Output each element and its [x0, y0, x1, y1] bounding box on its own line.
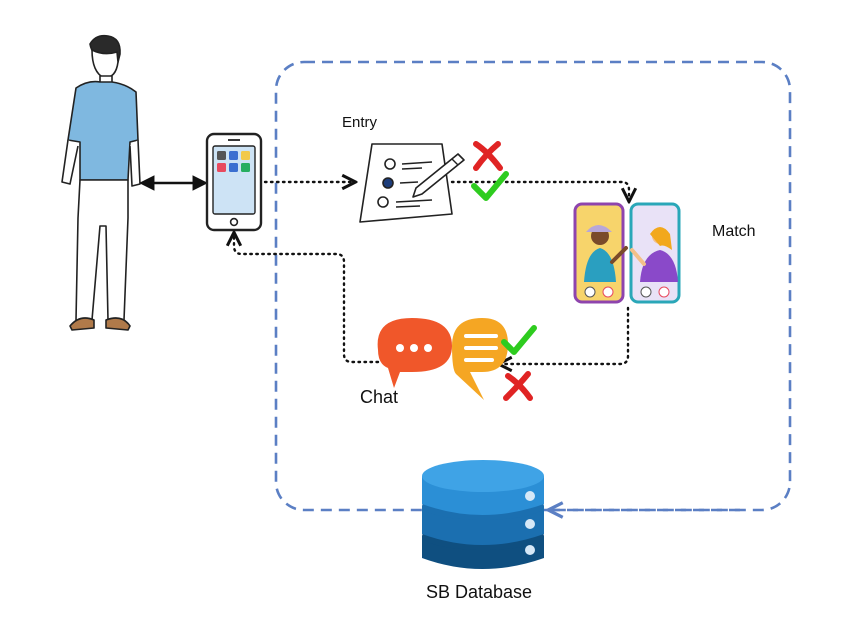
- entry-to-match-arrow: [450, 180, 629, 200]
- matching-profiles-icon: [573, 202, 681, 304]
- match-label: Match: [712, 223, 756, 240]
- chat-bubbles-icon: [377, 318, 508, 400]
- check-mark-icon: [501, 325, 537, 355]
- match-to-chat-arrow: [500, 306, 630, 364]
- standing-man-icon: [61, 34, 141, 331]
- cross-mark-icon: [473, 141, 503, 171]
- database-icon: [422, 460, 544, 569]
- check-mark-icon: [471, 171, 509, 201]
- cross-mark-icon: [503, 371, 533, 401]
- chat-to-phone-arrow: [234, 234, 380, 364]
- entry-label: Entry: [342, 114, 378, 131]
- smartphone-icon: [205, 132, 263, 232]
- database-label: SB Database: [426, 582, 533, 602]
- entry-form-icon: [359, 143, 465, 223]
- chat-label: Chat: [360, 387, 399, 407]
